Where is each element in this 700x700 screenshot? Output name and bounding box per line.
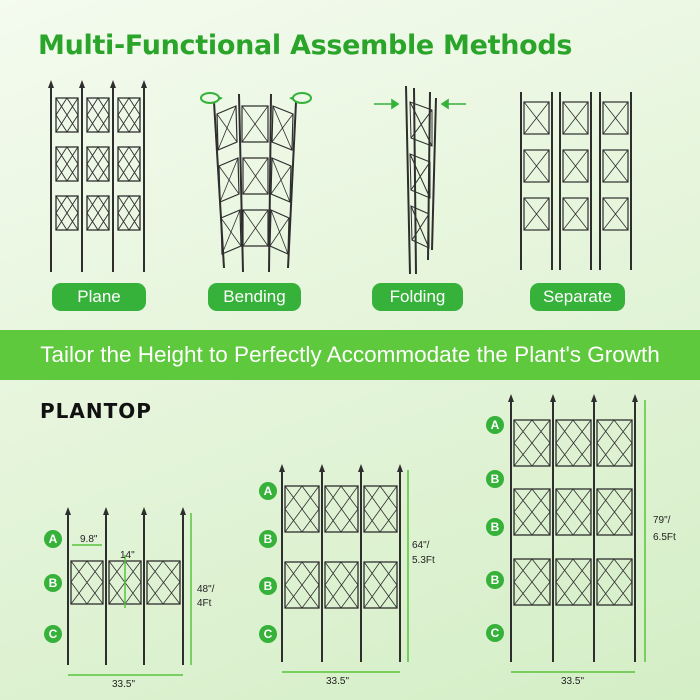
marker-b: B <box>491 472 500 486</box>
plane-trellis <box>48 80 147 272</box>
method-bending-label: Bending <box>208 283 301 311</box>
marker-a: A <box>49 532 58 546</box>
marker-a: A <box>491 418 500 432</box>
height-inches-label: 48"/ <box>197 584 215 595</box>
height-banner: Tailor the Height to Perfectly Accommoda… <box>0 330 700 380</box>
height-feet-label: 6.5Ft <box>653 532 676 543</box>
marker-a: A <box>264 484 273 498</box>
bending-trellis <box>200 92 312 273</box>
trellis-size-64: A B B C 64"/ 5.3Ft 33.5" <box>259 464 435 687</box>
method-separate-label: Separate <box>530 283 625 311</box>
panel-height-label: 14" <box>120 550 135 561</box>
height-feet-label: 4Ft <box>197 598 212 609</box>
brand-logo: PLANTOP <box>40 399 152 423</box>
method-folding-label: Folding <box>372 283 463 311</box>
height-feet-label: 5.3Ft <box>412 555 435 566</box>
width-label: 33.5" <box>326 676 349 687</box>
marker-c: C <box>49 627 58 641</box>
width-label: 33.5" <box>561 676 584 687</box>
panel-width-label: 9.8" <box>80 534 98 545</box>
method-plane-label: Plane <box>52 283 146 311</box>
marker-b: B <box>49 576 58 590</box>
marker-b: B <box>264 579 273 593</box>
marker-c: C <box>264 627 273 641</box>
trellis-size-79: A B B B C 79"/ 6.5Ft 33.5" <box>486 394 676 687</box>
marker-b: B <box>264 532 273 546</box>
height-inches-label: 79"/ <box>653 515 671 526</box>
height-inches-label: 64"/ <box>412 540 430 551</box>
marker-b: B <box>491 520 500 534</box>
folding-trellis <box>374 85 466 275</box>
marker-b: B <box>491 573 500 587</box>
separate-trellis <box>520 92 632 270</box>
page-title: Multi-Functional Assemble Methods <box>38 30 573 61</box>
trellis-size-48: A B C 9.8" 14" 48"/ 4Ft 33.5" <box>44 507 215 690</box>
width-label: 33.5" <box>112 679 135 690</box>
marker-c: C <box>491 626 500 640</box>
